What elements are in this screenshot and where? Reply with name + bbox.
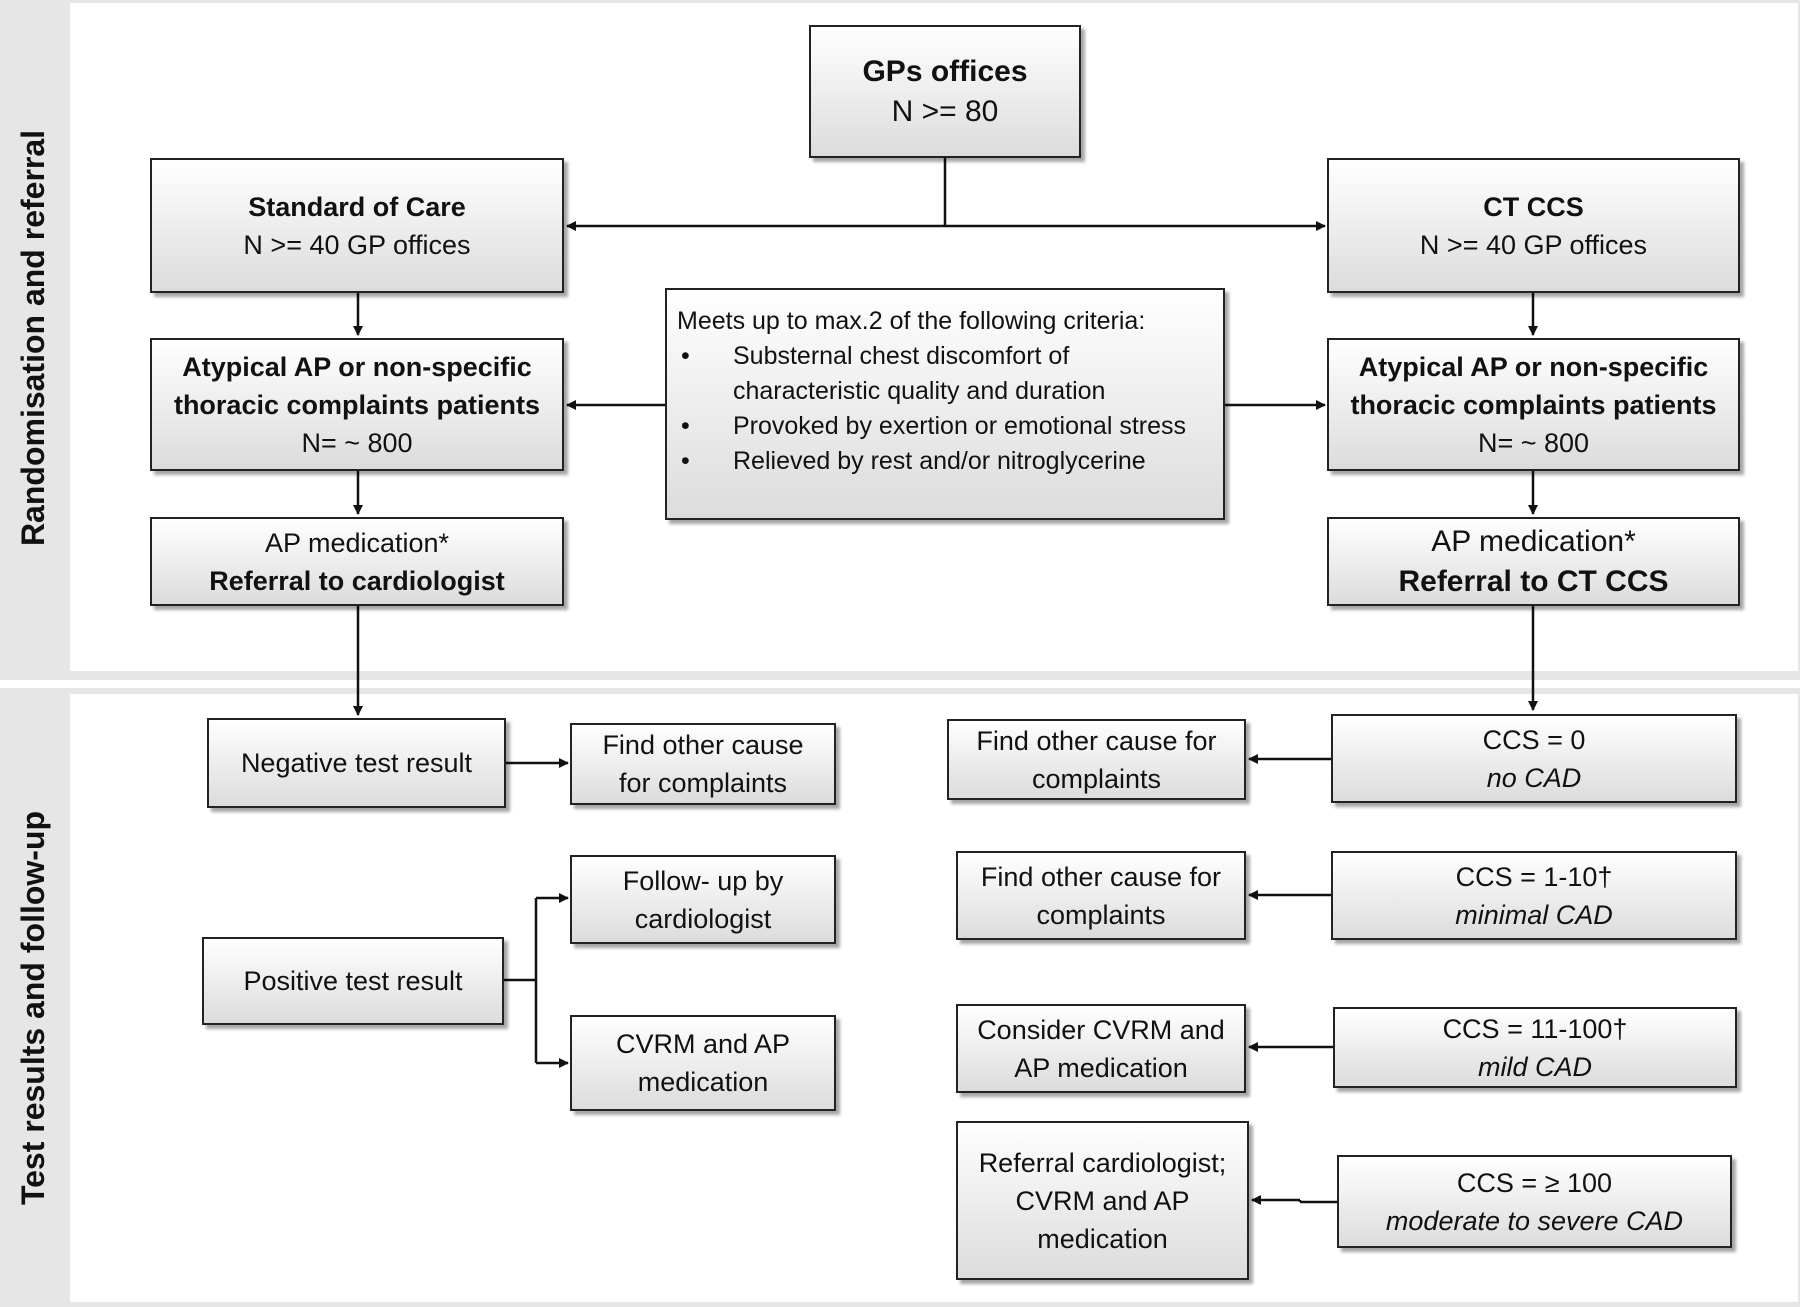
- ccs-action-box: Consider CVRM and AP medication: [956, 1004, 1246, 1093]
- gp-offices-title: GPs offices: [862, 54, 1028, 88]
- ccs-action-box: Find other cause for complaints: [947, 719, 1246, 800]
- ccs-score: CCS = ≥ 100: [1456, 1167, 1613, 1198]
- soc-patients-line2: thoracic complaints patients: [173, 389, 541, 420]
- criteria-box: Meets up to max.2 of the following crite…: [665, 288, 1225, 520]
- ccs-action-line3: medication: [1037, 1223, 1168, 1254]
- soc-referral: Referral to cardiologist: [209, 565, 505, 596]
- ct-patients-box: Atypical AP or non-specific thoracic com…: [1327, 338, 1740, 471]
- ct-referral: Referral to CT CCS: [1398, 564, 1669, 598]
- cvrm-line2: medication: [637, 1067, 769, 1097]
- soc-patients-count: N= ~ 800: [301, 427, 413, 458]
- ccs-action-box: Find other cause for complaints: [956, 851, 1246, 940]
- negative-action-box: Find other cause for complaints: [570, 723, 836, 805]
- ccs-action-line1: Find other cause for: [976, 725, 1217, 756]
- ccs-action-line2: AP medication: [1014, 1052, 1188, 1083]
- ccs-desc: minimal CAD: [1455, 899, 1613, 930]
- negative-action-line2: for complaints: [618, 768, 788, 798]
- ccs-score: CCS = 11-100†: [1442, 1013, 1628, 1044]
- negative-action-line1: Find other cause: [602, 730, 804, 760]
- cvrm-box: CVRM and AP medication: [570, 1015, 836, 1111]
- ccs-score-box: CCS = ≥ 100 moderate to severe CAD: [1337, 1155, 1732, 1248]
- standard-of-care-box: Standard of Care N >= 40 GP offices: [150, 158, 564, 293]
- ccs-action-line2: complaints: [1031, 763, 1162, 794]
- ccs-action-line2: complaints: [1036, 899, 1166, 930]
- standard-of-care-count: N >= 40 GP offices: [243, 229, 471, 260]
- gp-offices-box: GPs offices N >= 80: [809, 25, 1081, 158]
- ccs-score: CCS = 0: [1482, 724, 1586, 755]
- soc-referral-box: AP medication* Referral to cardiologist: [150, 517, 564, 606]
- ccs-desc: mild CAD: [1477, 1051, 1592, 1082]
- ccs-action-line1: Find other cause for: [980, 861, 1222, 892]
- criteria-item: Substernal chest discomfort of character…: [677, 339, 1173, 409]
- criteria-heading: Meets up to max.2 of the following crite…: [677, 307, 1146, 335]
- ct-referral-box: AP medication* Referral to CT CCS: [1327, 517, 1740, 606]
- criteria-item: Relieved by rest and/or nitroglycerine: [677, 444, 1186, 479]
- criteria-list: Substernal chest discomfort of character…: [677, 339, 1186, 479]
- followup-line2: cardiologist: [634, 903, 772, 934]
- ct-ccs-count: N >= 40 GP offices: [1419, 229, 1648, 260]
- negative-result-box: Negative test result: [207, 718, 506, 808]
- positive-result-label: Positive test result: [243, 966, 463, 996]
- followup-box: Follow- up by cardiologist: [570, 855, 836, 944]
- gp-offices-count: N >= 80: [891, 94, 999, 128]
- ct-patients-line2: thoracic complaints patients: [1350, 389, 1717, 420]
- soc-medication: AP medication*: [264, 527, 450, 558]
- ccs-score-box: CCS = 0 no CAD: [1331, 714, 1737, 803]
- negative-result-label: Negative test result: [240, 748, 473, 778]
- followup-line1: Follow- up by: [622, 865, 784, 896]
- ct-ccs-title: CT CCS: [1483, 191, 1584, 222]
- standard-of-care-title: Standard of Care: [248, 191, 466, 222]
- soc-patients-line1: Atypical AP or non-specific: [182, 351, 532, 382]
- ccs-desc: no CAD: [1486, 762, 1582, 793]
- ccs-score: CCS = 1-10†: [1455, 861, 1613, 892]
- positive-result-box: Positive test result: [202, 937, 504, 1025]
- ct-ccs-box: CT CCS N >= 40 GP offices: [1327, 158, 1740, 293]
- ct-medication: AP medication*: [1431, 524, 1636, 558]
- ccs-action-line1: Referral cardiologist;: [978, 1147, 1227, 1178]
- ccs-desc: moderate to severe CAD: [1385, 1205, 1684, 1236]
- ccs-action-box: Referral cardiologist; CVRM and AP medic…: [956, 1121, 1249, 1280]
- cvrm-line1: CVRM and AP: [615, 1029, 791, 1059]
- ccs-score-box: CCS = 11-100† mild CAD: [1333, 1007, 1737, 1088]
- criteria-item: Provoked by exertion or emotional stress: [677, 409, 1186, 444]
- ct-patients-count: N= ~ 800: [1477, 427, 1590, 458]
- ccs-action-line2: CVRM and AP: [1015, 1185, 1190, 1216]
- ccs-action-line1: Consider CVRM and: [977, 1014, 1225, 1045]
- soc-patients-box: Atypical AP or non-specific thoracic com…: [150, 338, 564, 471]
- ccs-score-box: CCS = 1-10† minimal CAD: [1331, 851, 1737, 940]
- ct-patients-line1: Atypical AP or non-specific: [1358, 351, 1709, 382]
